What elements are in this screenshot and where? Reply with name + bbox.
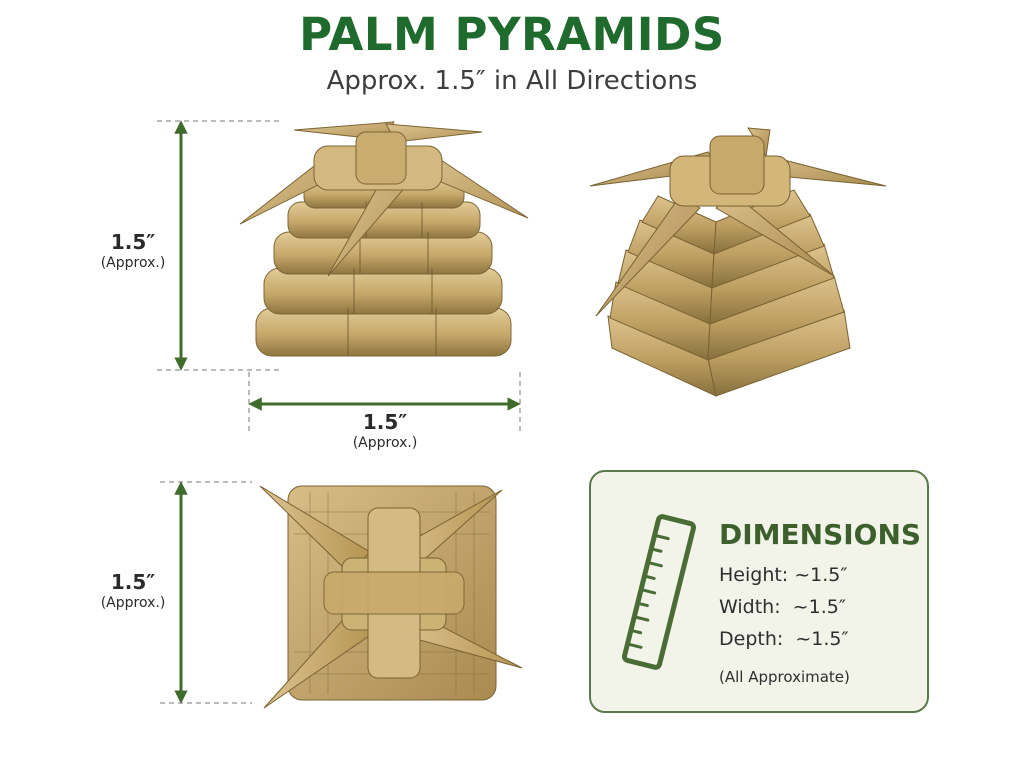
depth-value: 1.5″: [110, 570, 156, 594]
height-approx: (Approx.): [100, 255, 166, 271]
page-subtitle: Approx. 1.5″ in All Directions: [326, 66, 698, 96]
ruler-icon: [621, 514, 697, 670]
height-spec: Height: ~1.5″: [719, 564, 848, 586]
width-value: 1.5″: [362, 410, 408, 434]
width-spec: Width: ~1.5″: [719, 596, 846, 618]
approximate-note: (All Approximate): [719, 668, 850, 686]
depth-approx: (Approx.): [100, 595, 166, 611]
side-view-photo: [236, 118, 531, 386]
height-value: 1.5″: [110, 230, 156, 254]
width-label: 1.5″ (Approx.): [330, 410, 440, 452]
height-label: 1.5″ (Approx.): [78, 230, 188, 272]
depth-spec: Depth: ~1.5″: [719, 628, 849, 650]
depth-label: 1.5″ (Approx.): [78, 570, 188, 612]
dimensions-heading: DIMENSIONS: [719, 518, 922, 551]
top-view-photo: [258, 482, 526, 710]
page-title: PALM PYRAMIDS: [299, 8, 725, 61]
width-approx: (Approx.): [352, 435, 418, 451]
angle-view-photo: [588, 126, 888, 402]
dimensions-panel: DIMENSIONS Height: ~1.5″ Width: ~1.5″ De…: [589, 470, 929, 713]
